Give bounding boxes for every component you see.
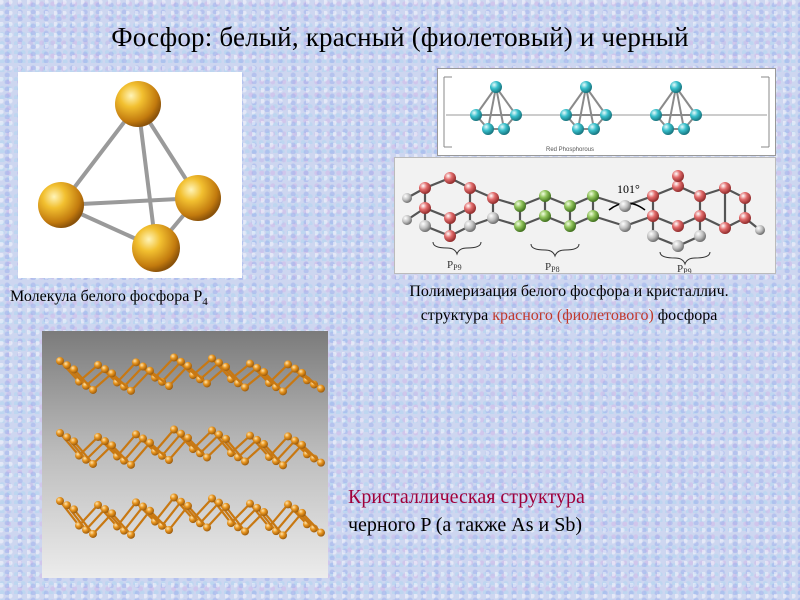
- black-phosphorus-layer: [56, 493, 325, 540]
- black-phosphorus-layer: [56, 425, 325, 470]
- red-phosphorus-chain-image: Red Phosphorous: [437, 68, 776, 156]
- white-phosphorus-caption: Молекула белого фосфора P4: [10, 288, 208, 309]
- black-phosphorus-caption: Кристаллическая структура черного P (а т…: [348, 486, 585, 536]
- group-label-p8: PP8: [545, 261, 560, 273]
- atom-right: [175, 175, 221, 221]
- red-phosphorus-caption: Полимеризация белого фосфора и кристалли…: [409, 283, 729, 324]
- black-phosphorus-layer: [56, 353, 325, 396]
- atom-top: [115, 81, 161, 127]
- atom-left: [38, 182, 84, 228]
- red-phosphorus-label: Red Phosphorous: [546, 147, 594, 153]
- group-label-p9-left: PP9: [447, 259, 462, 272]
- black-phosphorus-structure-image: [42, 331, 328, 578]
- atom-front: [132, 224, 180, 272]
- slide-title: Фосфор: белый, красный (фиолетовый) и че…: [111, 22, 689, 52]
- bond-angle-label: 101°: [617, 182, 640, 196]
- group-label-p9-right: PP9: [677, 263, 692, 273]
- white-phosphorus-molecule-image: [18, 72, 242, 278]
- violet-phosphorus-structure-image: 101° PP9 PP8: [394, 157, 776, 274]
